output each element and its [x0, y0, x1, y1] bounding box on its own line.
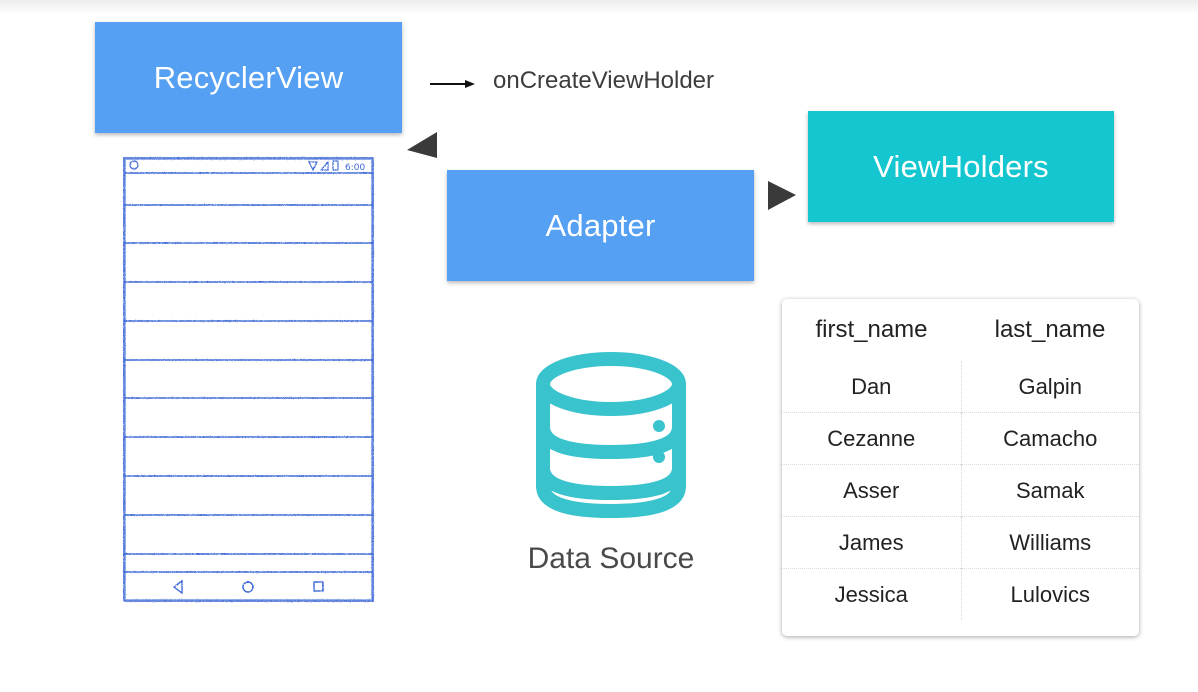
- table-row: Dan Galpin: [782, 361, 1139, 413]
- recyclerview-box: RecyclerView: [95, 22, 402, 133]
- column-header-last-name: last_name: [994, 316, 1106, 343]
- column-header-first-name: first_name: [815, 316, 928, 343]
- data-table-card: first_name last_name Dan Galpin Cezanne …: [782, 299, 1139, 636]
- viewholders-box: ViewHolders: [808, 111, 1114, 222]
- table-header-row: first_name last_name: [782, 299, 1139, 361]
- data-table: first_name last_name Dan Galpin Cezanne …: [782, 299, 1139, 620]
- datasource-label: Data Source: [527, 542, 695, 575]
- cell-first-name: Cezanne: [782, 412, 962, 465]
- table-row: Jessica Lulovics: [782, 568, 1139, 620]
- cell-last-name: Galpin: [1018, 373, 1083, 399]
- oncreateviewholder-label: onCreateViewHolder: [493, 67, 715, 94]
- cell-last-name: Samak: [961, 464, 1139, 517]
- phone-outline: [123, 157, 374, 602]
- adapter-box: Adapter: [447, 170, 754, 281]
- cell-last-name: Camacho: [961, 412, 1139, 465]
- viewholders-label: ViewHolders: [873, 148, 1049, 184]
- back-icon: [172, 579, 183, 595]
- status-icons: [308, 160, 339, 172]
- cell-first-name: Jessica: [782, 568, 962, 620]
- oncreate-arrow: [430, 80, 475, 88]
- adapter-to-viewholders-arrowhead: [768, 181, 796, 210]
- cell-first-name: Dan: [782, 361, 962, 413]
- top-shadow-band: [0, 0, 1198, 14]
- recents-icon: [313, 581, 324, 592]
- status-time: 6:00: [345, 163, 365, 173]
- camera-dot-icon: [129, 160, 139, 170]
- home-icon: [242, 581, 254, 593]
- adapter-to-recyclerview-arrowhead: [407, 132, 437, 158]
- adapter-label: Adapter: [545, 207, 656, 243]
- cell-first-name: James: [782, 516, 962, 569]
- cell-last-name: Williams: [961, 516, 1139, 569]
- table-row: James Williams: [782, 516, 1139, 569]
- cell-last-name: Lulovics: [961, 568, 1139, 620]
- table-row: Cezanne Camacho: [782, 412, 1139, 465]
- cell-first-name: Asser: [782, 464, 962, 517]
- recyclerview-label: RecyclerView: [153, 59, 344, 95]
- table-row: Asser Samak: [782, 464, 1139, 517]
